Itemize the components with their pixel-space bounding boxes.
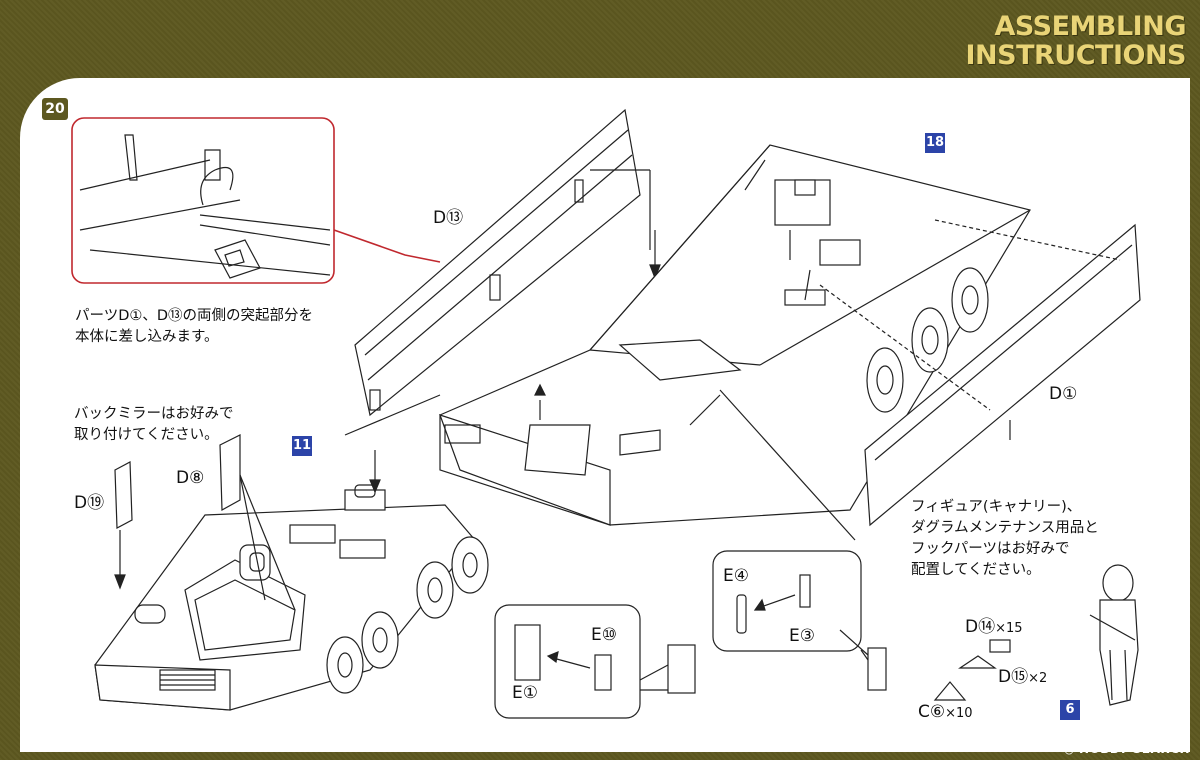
note-insert-tabs-line2: 本体に差し込みます。 — [75, 329, 219, 345]
ref-step-6: 6 — [1060, 700, 1080, 720]
hobby-search-text: HOBBY SEARCH — [1079, 742, 1190, 756]
note-insert-tabs-line1: パーツD①、D⑬の両側の突起部分を — [75, 308, 314, 324]
part-label-d14: D⑭×15 — [965, 612, 1023, 637]
page-title-line2: INSTRUCTIONS — [965, 40, 1187, 71]
note-mirror-line2: 取り付けてください。 — [74, 427, 219, 443]
step-number: 20 — [42, 98, 68, 120]
part-label-d19: D⑲ — [74, 493, 105, 513]
note-figure-line4: 配置してください。 — [911, 562, 1041, 578]
part-label-c6: C⑥×10 — [918, 702, 973, 722]
part-label-e10: E⑩ — [591, 625, 617, 645]
part-d15-qty: ×2 — [1028, 671, 1048, 686]
part-label-e4: E④ — [723, 566, 749, 586]
part-label-e1: E① — [512, 683, 538, 703]
small-vehicle — [94, 484, 489, 711]
watermark-hobby-search: ◎ HOBBY SEARCH — [1064, 742, 1190, 756]
ref-step-18: 18 — [925, 133, 945, 153]
page-title: ASSEMBLING INSTRUCTIONS — [946, 11, 1187, 71]
part-label-d15: D⑮×2 — [998, 662, 1047, 687]
part-label-e3: E③ — [789, 626, 815, 646]
note-insert-tabs: パーツD①、D⑬の両側の突起部分を 本体に差し込みます。 — [75, 306, 313, 348]
part-d14-id: D⑭ — [965, 617, 996, 637]
part-c6-qty: ×10 — [945, 706, 973, 721]
detail-callout — [71, 117, 441, 284]
part-d14-qty: ×15 — [995, 621, 1023, 636]
part-label-d8: D⑧ — [176, 468, 205, 488]
part-d15-id: D⑮ — [998, 667, 1029, 687]
side-panel-d1 — [864, 223, 1141, 527]
page-title-line1: ASSEMBLING — [994, 11, 1187, 42]
note-figure-line3: フックパーツはお好みで — [911, 541, 1070, 557]
part-c6-id: C⑥ — [918, 702, 946, 722]
hobby-search-logo-icon: ◎ — [1064, 743, 1075, 756]
note-figure-line2: ダグラムメンテナンス用品と — [911, 520, 1099, 536]
note-figure-line1: フィギュア(キャナリー)、 — [911, 499, 1082, 515]
note-mirror: バックミラーはお好みで 取り付けてください。 — [74, 404, 234, 446]
ref-step-11: 11 — [292, 436, 312, 456]
vehicle-hull — [439, 144, 1031, 526]
note-mirror-line1: バックミラーはお好みで — [74, 406, 234, 422]
note-figure: フィギュア(キャナリー)、 ダグラムメンテナンス用品と フックパーツはお好みで … — [911, 497, 1099, 581]
side-panel-d13 — [354, 108, 661, 417]
figure-canary — [1089, 564, 1139, 706]
part-label-d1: D① — [1049, 384, 1078, 404]
part-label-d13: D⑬ — [433, 208, 464, 228]
